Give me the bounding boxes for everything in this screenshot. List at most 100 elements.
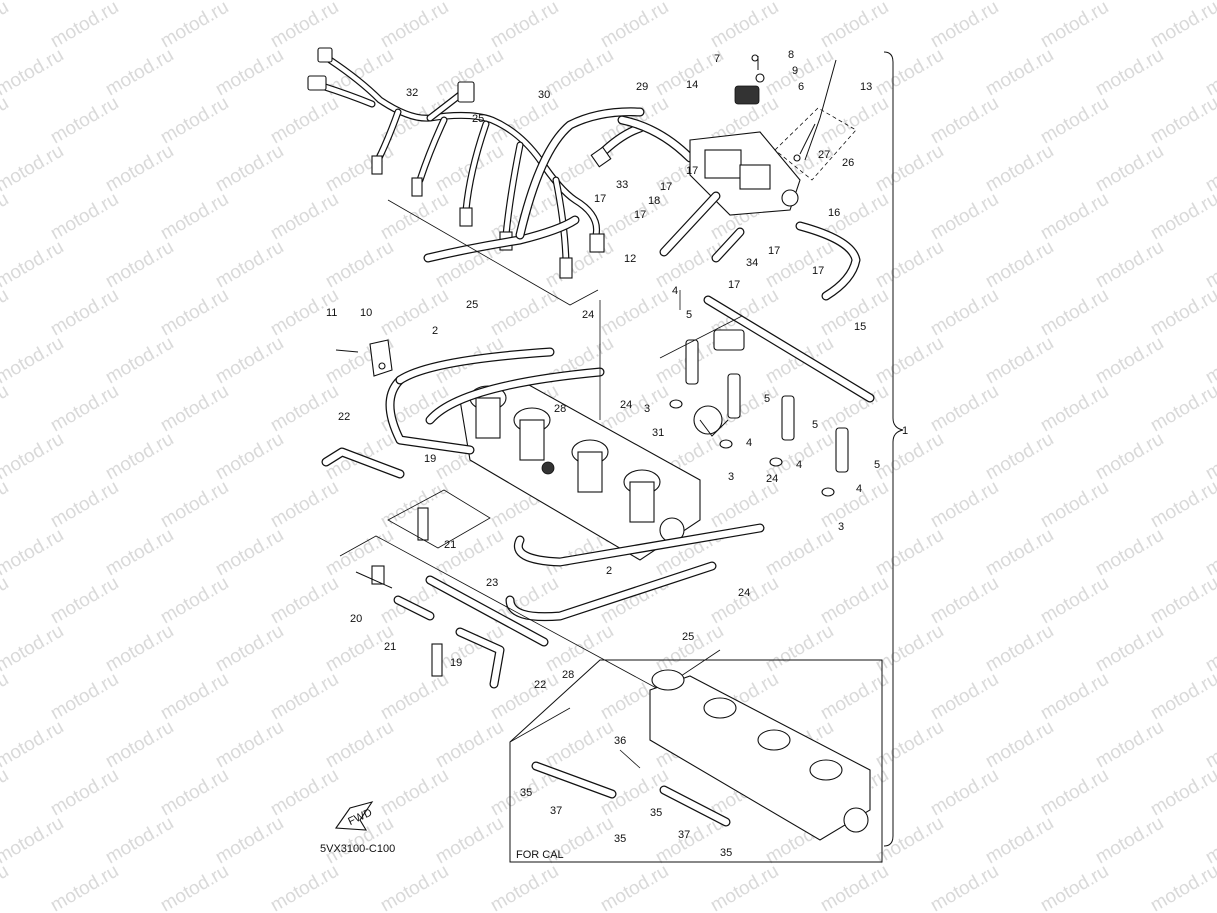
callout-34: 34 xyxy=(746,257,758,269)
watermark-text: motod.ru xyxy=(1202,141,1217,197)
watermark-text: motod.ru xyxy=(0,477,12,533)
watermark-text: motod.ru xyxy=(1202,429,1217,485)
watermark-text: motod.ru xyxy=(157,285,232,341)
callout-layer: 1 2 2 3 3 3 4 4 4 4 5 5 5 5 6 7 8 9 10 1… xyxy=(326,49,908,859)
watermark-text: motod.ru xyxy=(1037,669,1112,725)
watermark-text: motod.ru xyxy=(927,669,1002,725)
watermark-text: motod.ru xyxy=(1092,429,1167,485)
watermark-text: motod.ru xyxy=(47,765,122,821)
callout-9: 9 xyxy=(792,65,798,77)
callout-5: 5 xyxy=(874,459,880,471)
watermark-text: motod.ru xyxy=(817,573,892,629)
watermark-text: motod.ru xyxy=(542,237,617,293)
watermark-text: motod.ru xyxy=(1037,765,1112,821)
watermark-text: motod.ru xyxy=(267,477,342,533)
mounting-bracket xyxy=(335,339,393,377)
watermark-text: motod.ru xyxy=(267,93,342,149)
watermark-text: motod.ru xyxy=(0,333,67,389)
callout-24: 24 xyxy=(738,587,750,599)
watermark-text: motod.ru xyxy=(0,45,67,101)
watermark-text: motod.ru xyxy=(157,189,232,245)
callout-16: 16 xyxy=(828,207,840,219)
watermark-text: motod.ru xyxy=(927,93,1002,149)
callout-2: 2 xyxy=(432,325,438,337)
watermark-text: motod.ru xyxy=(597,861,672,913)
watermark-text: motod.ru xyxy=(212,525,287,581)
watermark-text: motod.ru xyxy=(102,237,177,293)
watermark-text: motod.ru xyxy=(817,861,892,913)
watermark-text: motod.ru xyxy=(1037,381,1112,437)
callout-8: 8 xyxy=(788,49,794,61)
watermark-text: motod.ru xyxy=(927,477,1002,533)
watermark-text: motod.ru xyxy=(212,141,287,197)
watermark-text: motod.ru xyxy=(1092,525,1167,581)
watermark-text: motod.ru xyxy=(1037,93,1112,149)
callout-37: 37 xyxy=(550,805,562,817)
callout-3: 3 xyxy=(644,403,650,415)
watermark-text: motod.ru xyxy=(1202,813,1217,869)
watermark-text: motod.ru xyxy=(212,813,287,869)
callout-29: 29 xyxy=(636,81,648,93)
watermark-text: motod.ru xyxy=(1202,333,1217,389)
watermark-text: motod.ru xyxy=(322,237,397,293)
watermark-text: motod.ru xyxy=(212,333,287,389)
watermark-text: motod.ru xyxy=(707,477,782,533)
watermark-text: motod.ru xyxy=(1202,717,1217,773)
watermark-text: motod.ru xyxy=(487,0,562,52)
watermark-text: motod.ru xyxy=(817,0,892,52)
watermark-text: motod.ru xyxy=(872,45,947,101)
watermark-text: motod.ru xyxy=(267,861,342,913)
callout-24: 24 xyxy=(582,309,594,321)
watermark-text: motod.ru xyxy=(267,189,342,245)
watermark-text: motod.ru xyxy=(872,813,947,869)
fuel-rail-injectors xyxy=(669,295,875,497)
callout-35: 35 xyxy=(614,833,626,845)
watermark-text: motod.ru xyxy=(817,669,892,725)
watermark-text: motod.ru xyxy=(927,573,1002,629)
watermark-text: motod.ru xyxy=(267,573,342,629)
callout-7: 7 xyxy=(714,53,720,65)
watermark-text: motod.ru xyxy=(0,717,67,773)
callout-28: 28 xyxy=(554,403,566,415)
watermark-text: motod.ru xyxy=(102,429,177,485)
watermark-text: motod.ru xyxy=(872,621,947,677)
callout-30: 30 xyxy=(538,89,550,101)
watermark-text: motod.ru xyxy=(0,189,12,245)
watermark-text: motod.ru xyxy=(652,621,727,677)
watermark-text: motod.ru xyxy=(1202,621,1217,677)
callout-32: 32 xyxy=(406,87,418,99)
watermark-text: motod.ru xyxy=(707,0,782,52)
watermark-text: motod.ru xyxy=(487,285,562,341)
inset-box-cal xyxy=(509,659,883,863)
watermark-text: motod.ru xyxy=(212,621,287,677)
callout-17: 17 xyxy=(686,165,698,177)
watermark-text: motod.ru xyxy=(872,525,947,581)
fuel-hose-group xyxy=(515,107,695,240)
watermark-text: motod.ru xyxy=(982,333,1057,389)
watermark-text: motod.ru xyxy=(102,333,177,389)
callout-18: 18 xyxy=(648,195,660,207)
watermark-text: motod.ru xyxy=(1092,333,1167,389)
callout-22: 22 xyxy=(534,679,546,691)
watermark-text: motod.ru xyxy=(0,765,12,821)
watermark-text: motod.ru xyxy=(1202,45,1217,101)
watermark-text: motod.ru xyxy=(322,525,397,581)
callout-5: 5 xyxy=(764,393,770,405)
callout-17: 17 xyxy=(594,193,606,205)
watermark-text: motod.ru xyxy=(542,717,617,773)
watermark-text: motod.ru xyxy=(157,669,232,725)
watermark-text: motod.ru xyxy=(872,429,947,485)
callout-5: 5 xyxy=(686,309,692,321)
watermark-text: motod.ru xyxy=(817,477,892,533)
watermark-text: motod.ru xyxy=(47,381,122,437)
callout-4: 4 xyxy=(746,437,752,449)
callout-17: 17 xyxy=(768,245,780,257)
watermark-text: motod.ru xyxy=(817,93,892,149)
watermark-text: motod.ru xyxy=(872,333,947,389)
watermark-text: motod.ru xyxy=(0,429,67,485)
callout-28: 28 xyxy=(562,669,574,681)
watermark-text: motod.ru xyxy=(597,0,672,52)
watermark-text: motod.ru xyxy=(1092,237,1167,293)
watermark-text: motod.ru xyxy=(1037,573,1112,629)
